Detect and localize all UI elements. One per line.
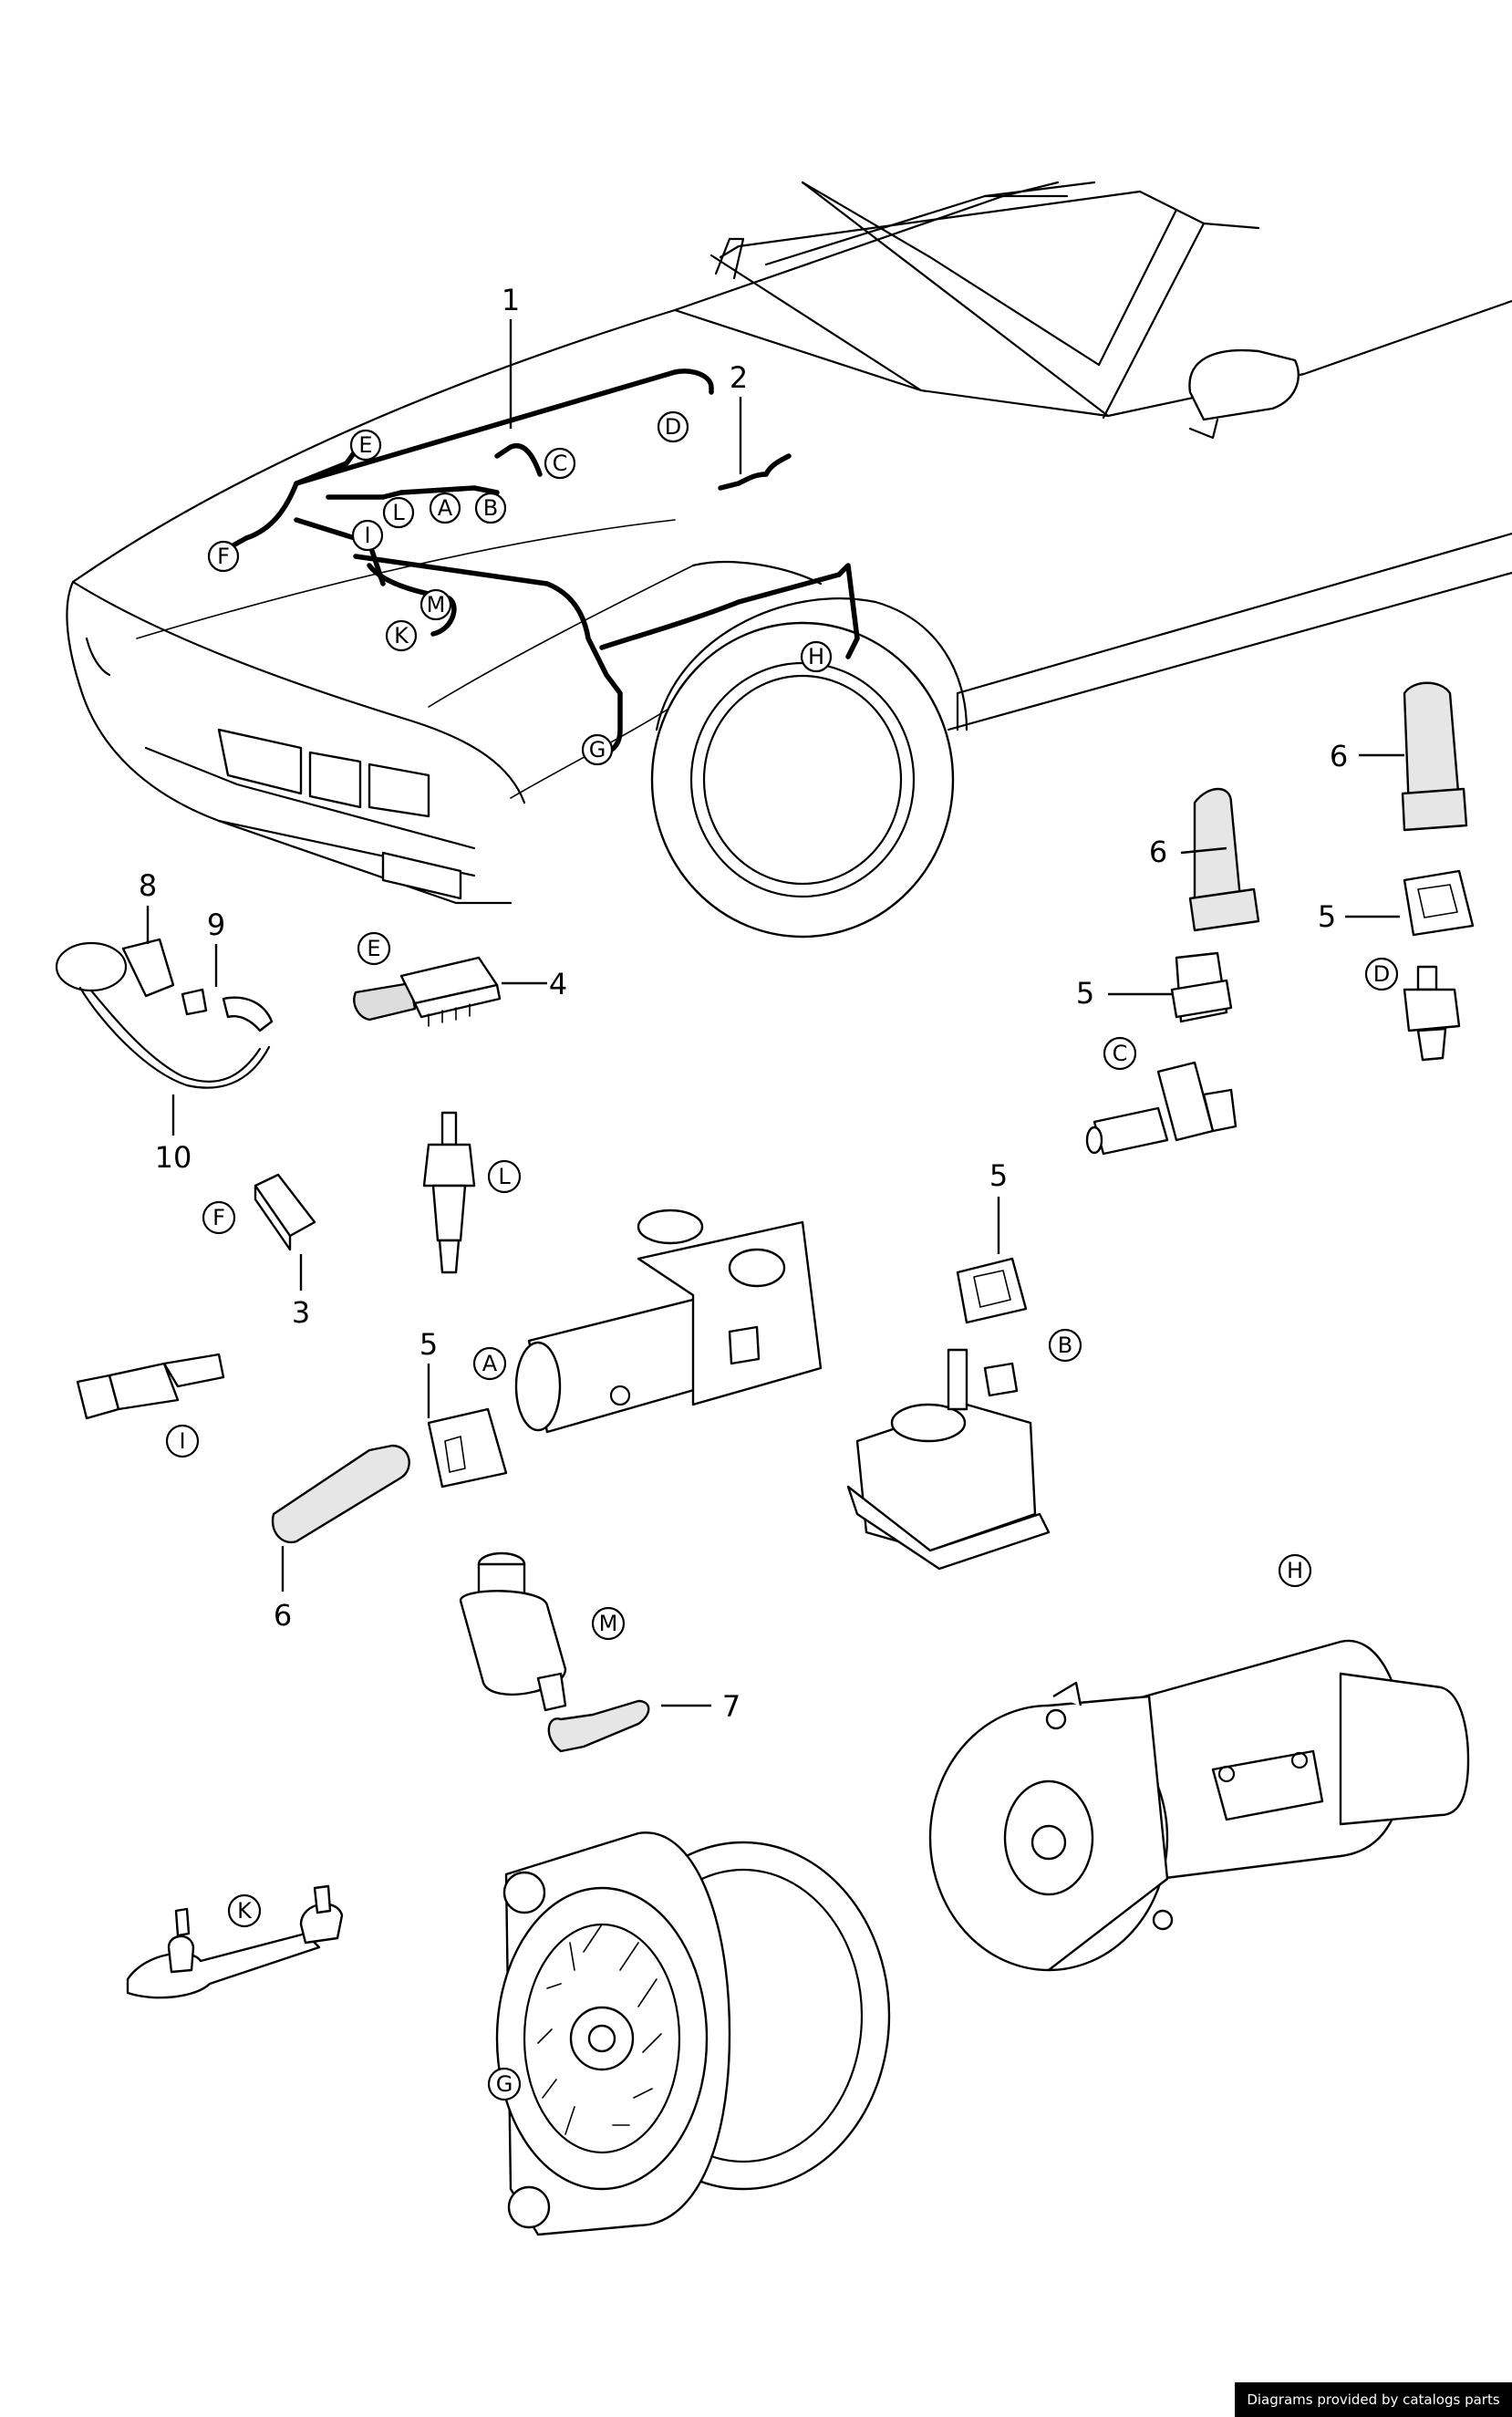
harness-letter-l: L <box>392 500 405 525</box>
svg-text:2: 2 <box>730 360 748 395</box>
harness-letter-g: G <box>589 737 606 762</box>
callout-5-d: 5 <box>1318 899 1336 934</box>
credit-badge: Diagrams provided by catalogs parts <box>1235 2382 1512 2417</box>
car-body-outline <box>66 181 1512 905</box>
part-e-connector: E 4 <box>353 931 567 1027</box>
harness-letter-e: E <box>358 432 372 458</box>
component-letter-k: K <box>237 1898 253 1924</box>
callout-8: 8 <box>139 868 157 903</box>
front-wheel <box>650 597 968 939</box>
callout-5-c: 5 <box>1076 976 1094 1011</box>
harness-letter-callouts: E C D A B L I F M K H G <box>207 410 833 766</box>
part-b-regulator: 5 B <box>846 1158 1082 1571</box>
part-m-pressure-switch: M 7 <box>459 1551 740 1753</box>
component-letter-g: G <box>496 2071 513 2097</box>
harness-letter-m: M <box>427 592 446 617</box>
callout-6-c: 6 <box>1149 835 1167 869</box>
component-letter-i: I <box>179 1428 185 1454</box>
part-f-block: F 3 <box>202 1173 316 1330</box>
harness-letter-i: I <box>364 523 370 548</box>
callout-6-d: 6 <box>1330 739 1348 773</box>
component-letter-h: H <box>1287 1558 1303 1583</box>
component-letter-m: M <box>599 1611 618 1636</box>
harness-letter-k: K <box>394 623 409 648</box>
svg-text:1: 1 <box>502 283 520 317</box>
callout-6-a: 6 <box>274 1598 292 1633</box>
callout-3: 3 <box>292 1295 310 1330</box>
part-g-alternator: G <box>487 1831 891 2236</box>
callout-4: 4 <box>549 967 567 1001</box>
component-letter-d: D <box>1373 961 1390 987</box>
part-l-sensor: L <box>422 1111 522 1274</box>
callout-2: 2 <box>730 360 748 474</box>
component-letter-c: C <box>1113 1041 1128 1066</box>
harness-letter-d: D <box>665 414 681 440</box>
part-d-switch: 6 5 D <box>1318 681 1475 1062</box>
harness-letter-h: H <box>808 644 824 669</box>
component-letter-f: F <box>212 1205 225 1230</box>
component-letter-l: L <box>498 1164 511 1189</box>
part-a-actuator: A 5 6 <box>271 1208 823 1633</box>
harness-letter-a: A <box>438 495 453 521</box>
callout-5-a: 5 <box>419 1327 438 1362</box>
harness-letter-c: C <box>553 451 568 476</box>
harness-letter-b: B <box>483 495 498 521</box>
component-letter-a: A <box>482 1351 498 1376</box>
callout-1: 1 <box>502 283 520 429</box>
component-letter-e: E <box>367 936 380 961</box>
wiring-harness <box>227 368 860 755</box>
part-c-sensor: 6 5 C <box>1076 787 1260 1156</box>
callout-5-b: 5 <box>989 1158 1008 1193</box>
callout-10: 10 <box>155 1140 192 1175</box>
callout-9: 9 <box>207 908 225 942</box>
callout-7: 7 <box>722 1689 740 1724</box>
part-h-starter: H <box>928 1553 1470 1972</box>
harness-letter-f: F <box>217 544 230 569</box>
component-letter-b: B <box>1058 1333 1072 1358</box>
part-i-sensor: I <box>76 1353 225 1458</box>
part-cable-assembly: 8 9 10 <box>55 868 274 1175</box>
part-k-bracket: K <box>126 1884 344 1999</box>
